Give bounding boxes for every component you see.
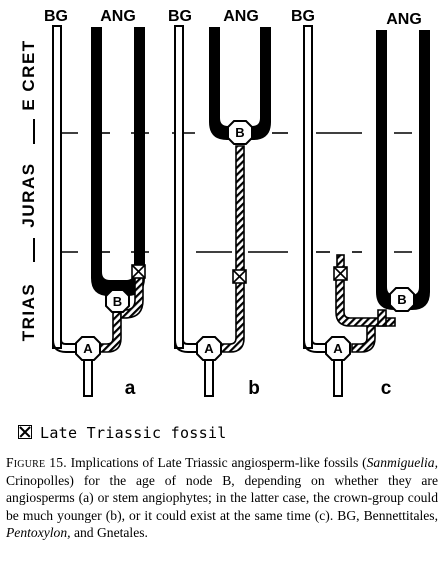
panel-a-node-a: A [75,336,101,361]
panel-b-stem [220,145,245,353]
svg-text:B: B [235,125,244,140]
panel-b-bg-lineage [174,25,184,349]
svg-text:A: A [204,341,214,356]
boundary-lines [52,132,412,253]
panel-c-bg-lineage [303,25,313,349]
panel-b-fossil-marker [232,269,247,284]
panel-c-letter: c [381,378,392,399]
panel-c-bg-label: BG [291,8,315,25]
panel-b-node-a: A [196,336,222,361]
panel-a-bg-label: BG [44,8,68,25]
panel-b-node-b: B [227,120,253,145]
panel-a-node-b: B [105,289,130,313]
panel-c-ang-label: ANG [386,11,422,28]
panel-b-ang-lineage [209,27,271,140]
panel-c-node-a: A [325,336,351,361]
panel-b: B A BG ANG b [168,8,271,399]
panel-b-ang-label: ANG [223,8,259,25]
period-label-ecret: E CRET [19,39,38,110]
fossil-marker-icon [18,425,32,439]
period-label-trias: TRIAS [19,283,38,342]
panel-a: B A BG ANG a [44,8,146,399]
period-label-juras: JURAS [19,162,38,227]
panel-b-bg-label: BG [168,8,192,25]
panel-a-stem [97,309,122,353]
panel-c: B A BG ANG c [291,8,430,399]
panel-b-letter: b [248,378,260,399]
panel-a-ang-label: ANG [100,8,136,25]
panel-c-ang-lineage [376,30,430,310]
svg-text:A: A [333,341,343,356]
panel-a-ang-lineage [91,27,145,296]
legend: Late Triassic fossil [18,424,227,442]
panel-c-fossil-marker [333,266,348,281]
svg-text:A: A [83,341,93,356]
panel-a-fossil-marker [131,264,146,279]
figure-caption: Figure 15. Implications of Late Triassic… [6,454,438,542]
panel-c-stem [351,325,376,353]
panel-a-letter: a [125,378,136,399]
caption-text-1: Implications of Late Triassic angiosperm… [66,455,367,470]
caption-lead: Figure 15. [6,455,67,470]
svg-text:B: B [397,292,406,307]
phylogeny-figure: E CRET JURAS TRIAS [19,8,430,399]
legend-text: Late Triassic fossil [40,424,227,442]
caption-text-2: Crinopolles) for the age of node B, depe… [6,472,438,523]
caption-text-3: and Gnetales. [70,525,148,541]
svg-text:B: B [113,294,122,309]
caption-italic-2: Pentoxylon, [6,525,71,541]
panel-a-bg-lineage [52,25,62,349]
caption-italic-1: Sanmiguelia, [366,455,438,470]
panel-c-node-b: B [389,287,415,312]
